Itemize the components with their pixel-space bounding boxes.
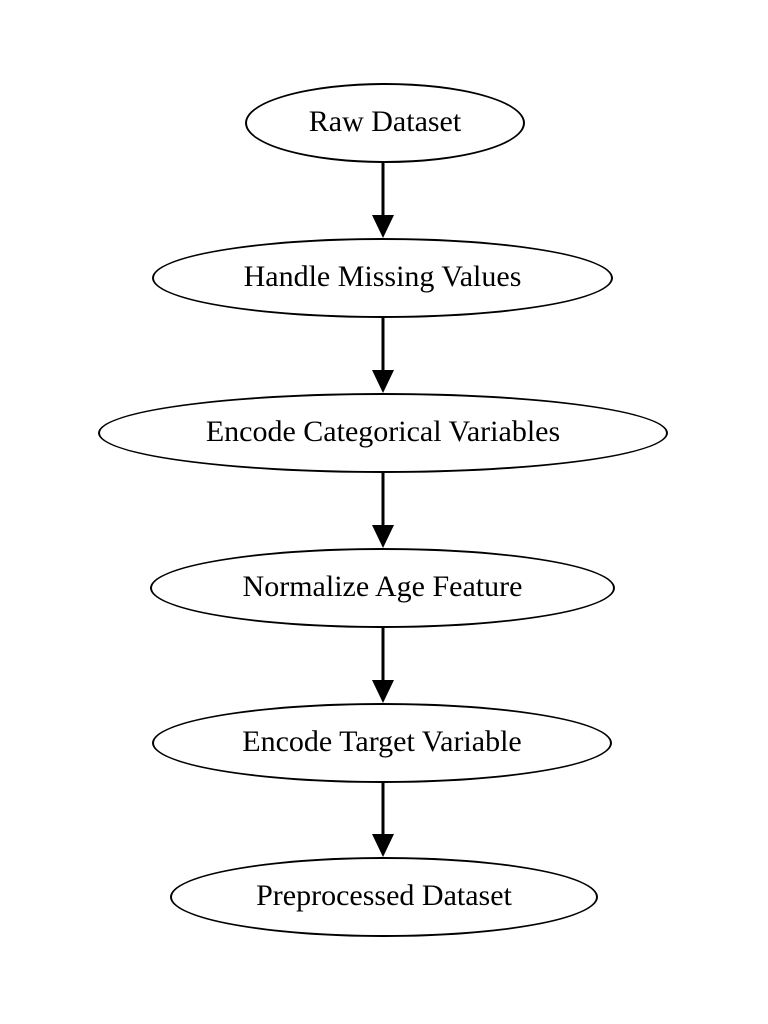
node-normalize-age-feature: Normalize Age Feature bbox=[150, 548, 615, 628]
node-handle-missing-values-label: Handle Missing Values bbox=[243, 259, 522, 293]
arrowhead-down-icon bbox=[372, 834, 394, 857]
node-encode-target-variable-label: Encode Target Variable bbox=[242, 724, 522, 758]
connector-handle-missing-to-encode-categorical bbox=[372, 318, 394, 393]
arrowhead-down-icon bbox=[372, 525, 394, 548]
node-preprocessed-dataset: Preprocessed Dataset bbox=[170, 857, 598, 937]
connector-encode-target-to-preprocessed bbox=[372, 783, 394, 857]
arrow-shaft bbox=[381, 318, 385, 372]
node-handle-missing-values: Handle Missing Values bbox=[152, 238, 613, 318]
arrowhead-down-icon bbox=[372, 215, 394, 238]
connector-encode-categorical-to-normalize-age bbox=[372, 473, 394, 548]
arrow-shaft bbox=[381, 783, 385, 836]
arrowhead-down-icon bbox=[372, 370, 394, 393]
node-normalize-age-feature-label: Normalize Age Feature bbox=[242, 569, 523, 603]
node-encode-categorical-variables: Encode Categorical Variables bbox=[98, 393, 668, 473]
arrow-shaft bbox=[381, 163, 385, 217]
arrow-shaft bbox=[381, 473, 385, 527]
arrow-shaft bbox=[381, 628, 385, 682]
node-raw-dataset-label: Raw Dataset bbox=[308, 104, 462, 138]
arrowhead-down-icon bbox=[372, 680, 394, 703]
node-encode-categorical-variables-label: Encode Categorical Variables bbox=[205, 414, 561, 448]
node-preprocessed-dataset-label: Preprocessed Dataset bbox=[256, 878, 512, 912]
node-encode-target-variable: Encode Target Variable bbox=[152, 703, 612, 783]
connector-normalize-age-to-encode-target bbox=[372, 628, 394, 703]
connector-raw-to-handle-missing bbox=[372, 163, 394, 238]
node-raw-dataset: Raw Dataset bbox=[245, 83, 525, 163]
